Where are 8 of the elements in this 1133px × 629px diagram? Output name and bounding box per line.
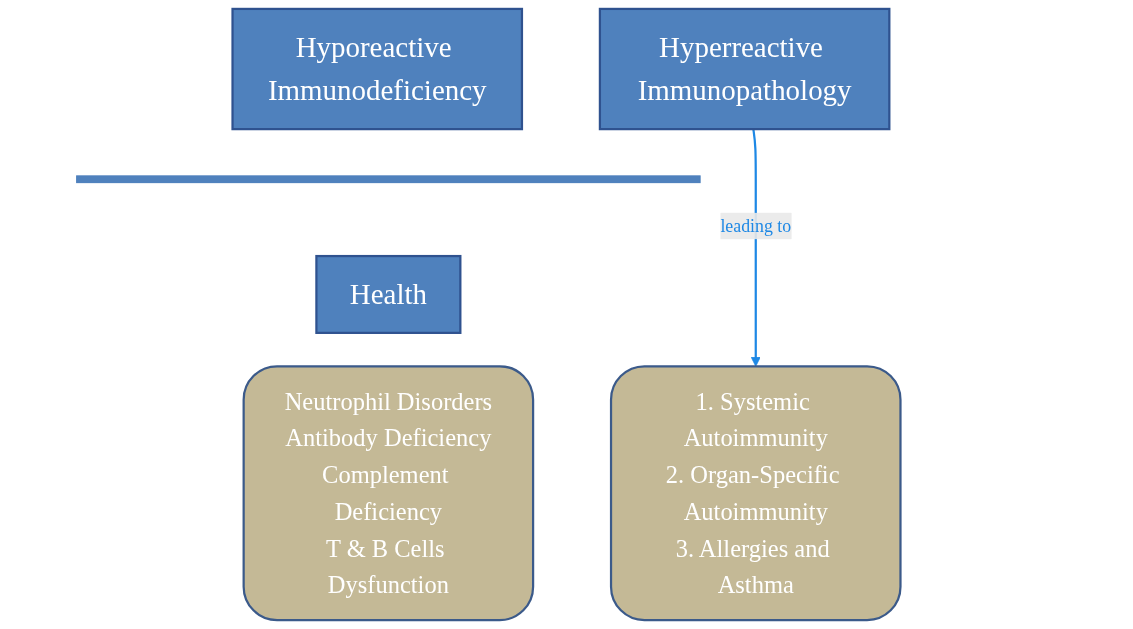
edge-label: leading to (720, 215, 792, 235)
node-bar (76, 175, 701, 184)
node-box: Hyperreactive Immunopathology (598, 7, 891, 131)
arrow (750, 129, 761, 367)
node-box: Neutrophil Disorders Antibody Deficiency Complement Deficiency T & B Cells Dysfunction (242, 365, 535, 622)
node-box: Health (315, 254, 462, 334)
node-box: 1. Systemic Autoimmunity 2. Organ-Specific Autoimmunity 3. Allergies and Asthma (609, 365, 902, 622)
node-box: Hyporeactive Immunodeficiency (231, 7, 524, 131)
